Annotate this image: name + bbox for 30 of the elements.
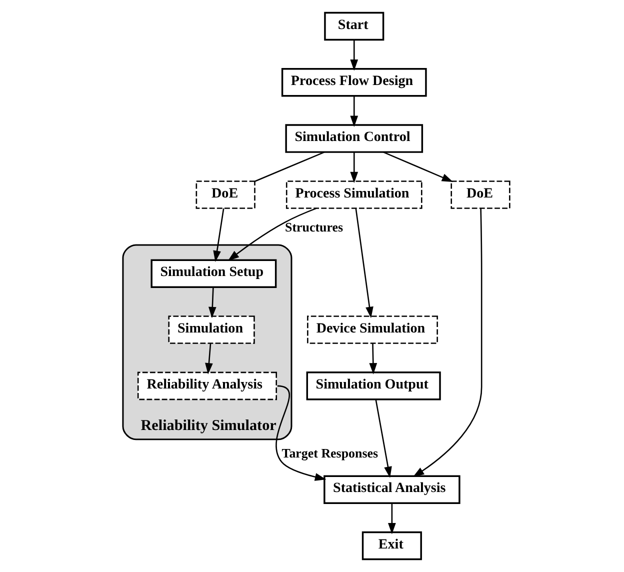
- connector: [254, 152, 325, 182]
- arrow: [350, 40, 358, 71]
- node-box: Simulation Setup: [150, 259, 277, 288]
- node-box: Start: [324, 12, 384, 41]
- node-box: Device Simulation: [307, 316, 438, 344]
- arrow: [350, 152, 358, 184]
- arrow: [228, 208, 317, 261]
- node-box: Simulation Output: [306, 372, 441, 400]
- node-box: Exit: [362, 531, 422, 560]
- node-box: Statistical Analysis: [324, 475, 460, 504]
- arrow: [205, 343, 213, 374]
- arrow: [412, 208, 482, 478]
- node-box: Simulation Control: [285, 124, 424, 153]
- node-box: DoE: [196, 180, 256, 209]
- edge-label: Target Responses: [282, 445, 378, 460]
- node-box: Process Flow Design: [281, 68, 427, 97]
- arrow: [355, 208, 374, 318]
- arrow: [369, 343, 378, 374]
- node-box: Process Simulation: [286, 180, 422, 209]
- arrow: [208, 287, 216, 318]
- node-box: DoE: [450, 180, 510, 209]
- arrow: [388, 503, 396, 534]
- arrow: [276, 385, 326, 481]
- arrow: [375, 399, 392, 478]
- node-box: Reliability Analysis: [137, 372, 277, 400]
- arrow: [213, 208, 224, 262]
- arrow: [383, 152, 454, 182]
- edge-label: Structures: [284, 220, 344, 235]
- node-box: Simulation: [168, 316, 255, 344]
- arrow: [350, 96, 358, 127]
